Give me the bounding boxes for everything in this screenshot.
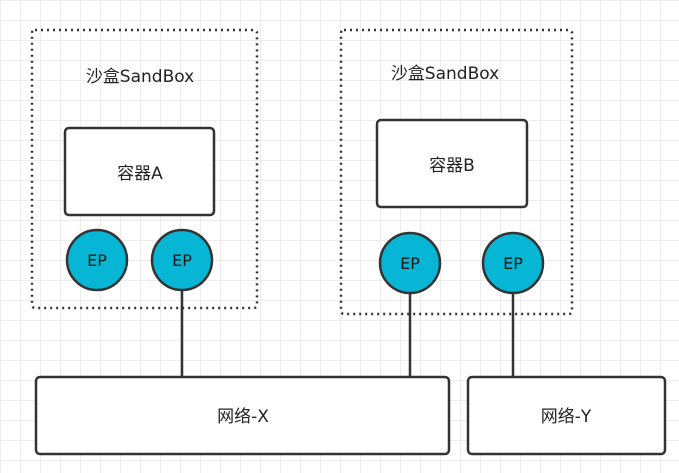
network-y: 网络-Y xyxy=(466,375,667,456)
sandbox-1-border xyxy=(30,28,259,310)
endpoint-2-label: EP xyxy=(172,251,192,270)
container-b-label: 容器B xyxy=(429,156,475,176)
sandbox-1: 沙盒SandBox xyxy=(30,28,259,310)
network-y-label: 网络-Y xyxy=(541,407,592,427)
container-a: 容器A xyxy=(63,126,216,217)
endpoint-1: EP xyxy=(65,228,129,292)
network-x-label: 网络-X xyxy=(217,407,269,427)
container-a-box xyxy=(63,126,216,217)
endpoint-4-label: EP xyxy=(503,254,523,273)
network-x: 网络-X xyxy=(34,375,451,456)
endpoint-4-circle xyxy=(481,231,545,295)
network-y-box xyxy=(466,375,667,456)
endpoint-4: EP xyxy=(481,231,545,295)
container-a-label: 容器A xyxy=(117,164,163,184)
endpoint-3-label: EP xyxy=(400,254,420,273)
endpoint-3: EP xyxy=(378,231,442,295)
network-x-box xyxy=(34,375,451,456)
sandbox-1-label: 沙盒SandBox xyxy=(86,67,194,87)
container-b-box xyxy=(375,118,529,209)
sandbox-2-border xyxy=(339,28,574,316)
endpoint-2: EP xyxy=(150,228,214,292)
endpoint-1-circle xyxy=(65,228,129,292)
endpoint-2-circle xyxy=(150,228,214,292)
endpoint-3-circle xyxy=(378,231,442,295)
endpoint-1-label: EP xyxy=(87,251,107,270)
sandbox-2-label: 沙盒SandBox xyxy=(391,64,499,84)
container-b: 容器B xyxy=(375,118,529,209)
sandbox-2: 沙盒SandBox xyxy=(339,28,574,316)
